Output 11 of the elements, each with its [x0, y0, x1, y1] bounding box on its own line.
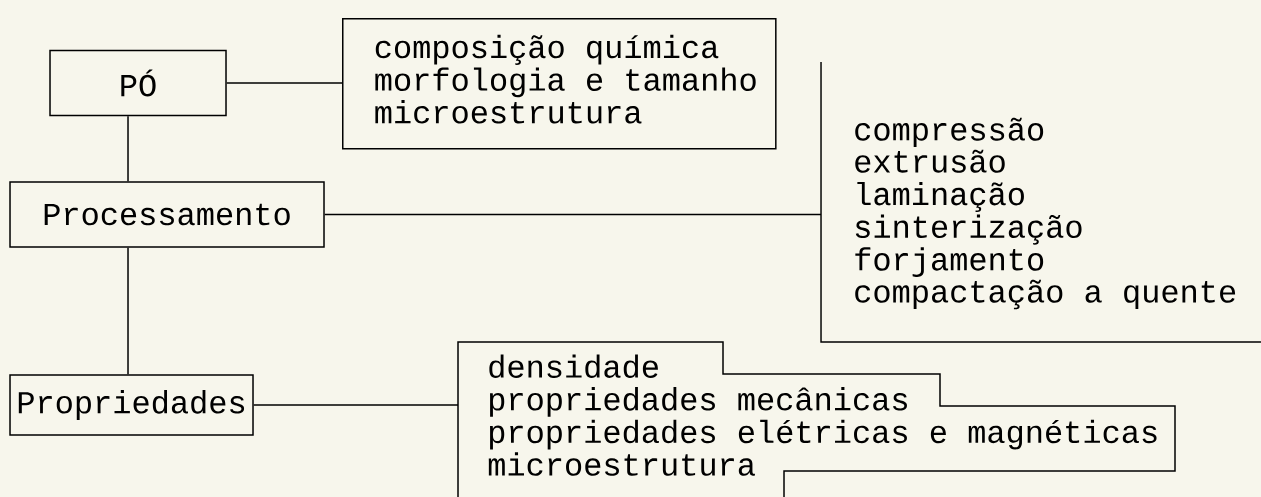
connector-line — [226, 82, 343, 84]
label-box: Propriedades — [9, 374, 254, 436]
connector-line — [127, 247, 129, 375]
list-box: composição química morfologia e tamanho microestrutura — [342, 18, 777, 150]
connector-line — [324, 213, 822, 216]
list-box: densidade propriedades mecânicas propriedades elétricas e magnéticas microestrutura — [457, 341, 1176, 497]
connector-line — [127, 115, 129, 182]
list-box: compressão extrusão laminação sinterização forjamento compactação a quente — [820, 61, 1261, 343]
label-box: Processamento — [9, 181, 325, 248]
connector-line — [253, 404, 459, 406]
label-box: PÓ — [49, 49, 227, 117]
